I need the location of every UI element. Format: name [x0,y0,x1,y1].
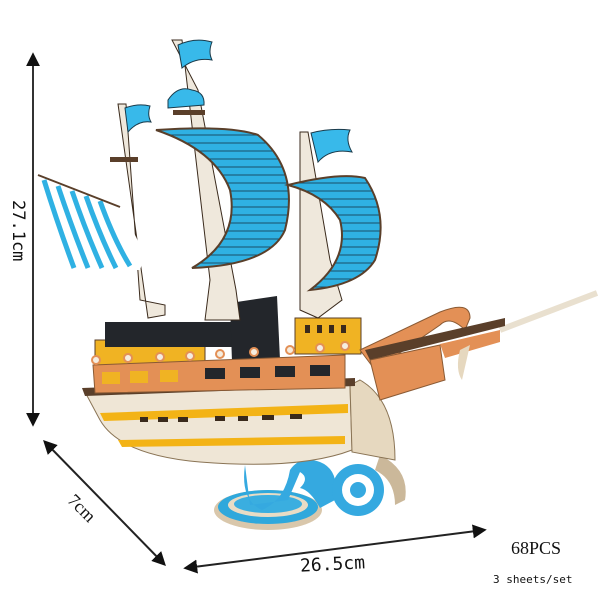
sheet-count-label: 3 sheets/set [493,573,573,586]
height-label: 27.1cm [8,200,28,262]
mast-ring [110,157,138,162]
ship-flags [124,39,353,164]
mast-ring [173,110,205,115]
ship-bow [359,290,599,401]
ship-sails [37,127,382,292]
piece-count-label: 68PCS [511,538,562,558]
ship-railing [91,341,350,394]
depth-dimension-arrow [43,439,166,567]
ship-stand [214,455,406,530]
width-dimension-arrow [183,524,487,574]
width-label: 26.5cm [299,552,366,577]
